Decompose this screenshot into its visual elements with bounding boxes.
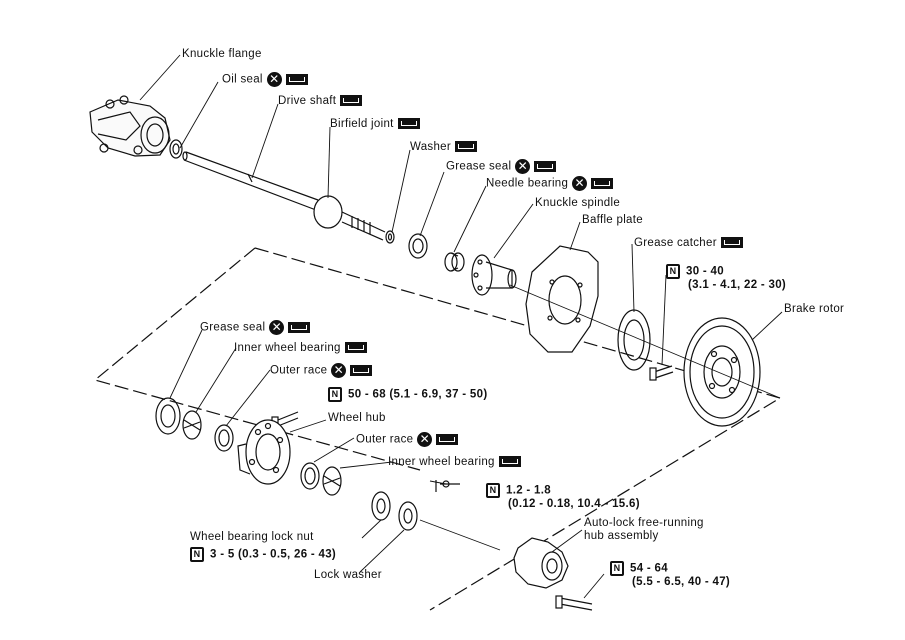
torque-lock-nut: N 3 - 5 (0.3 - 0.5, 26 - 43)	[190, 547, 336, 562]
label-inner-wheel-bearing-mid: Inner wheel bearing	[388, 456, 495, 468]
label-birfield-joint-group: Birfield joint	[330, 118, 420, 131]
dashed-boundary	[93, 247, 782, 611]
screw-part	[435, 480, 460, 492]
label-baffle-plate: Baffle plate	[582, 214, 643, 226]
torque-value: 54 - 64	[630, 562, 668, 575]
label-oil-seal: Oil seal	[222, 73, 263, 86]
torque-grease-catcher-bolt: N 30 - 40 (3.1 - 4.1, 22 - 30)	[666, 264, 786, 292]
label-knuckle-spindle: Knuckle spindle	[535, 197, 621, 209]
grease-catcher-part	[617, 309, 651, 371]
torque-value-detail: (0.12 - 0.18, 10.4 - 15.6)	[508, 498, 640, 510]
torque-auto-lock-bolt: N 54 - 64 (5.5 - 6.5, 40 - 47)	[610, 561, 730, 589]
inner-wheel-bearing-mid-part	[322, 466, 342, 496]
torque-value: 3 - 5 (0.3 - 0.5, 26 - 43)	[210, 548, 337, 561]
label-inner-wheel-bearing-top: Inner wheel bearing	[234, 342, 341, 354]
label-wheel-bearing-lock-nut: Wheel bearing lock nut	[190, 531, 314, 543]
torque-value-detail: (5.5 - 6.5, 40 - 47)	[632, 576, 731, 588]
grease-icon	[340, 95, 363, 107]
torque-screw: N 1.2 - 1.8 (0.12 - 0.18, 10.4 - 15.6)	[486, 483, 640, 511]
label-needle-bearing-group: Needle bearing✕	[486, 176, 614, 191]
x-replace-icon: ✕	[417, 432, 433, 447]
outer-race-mid-part	[300, 462, 320, 490]
lock-washer-part	[398, 501, 418, 531]
label-knuckle-flange: Knuckle flange	[182, 48, 262, 60]
label-lock-washer: Lock washer	[314, 569, 382, 581]
label-birfield-joint: Birfield joint	[330, 118, 394, 130]
grease-icon	[455, 141, 477, 153]
birfield-joint-part	[313, 195, 386, 241]
grease-icon	[436, 434, 459, 445]
torque-value-detail: (3.1 - 4.1, 22 - 30)	[688, 279, 787, 291]
brake-rotor-part	[683, 317, 761, 427]
label-grease-seal-left: Grease seal	[200, 321, 266, 334]
x-replace-icon: ✕	[331, 363, 347, 378]
label-grease-seal-left-group: Grease seal✕	[200, 320, 311, 335]
label-needle-bearing: Needle bearing	[486, 177, 569, 190]
torque-hub-bolt: N 50 - 68 (5.1 - 6.9, 37 - 50)	[328, 387, 487, 402]
torque-wrench-icon: N	[666, 264, 680, 279]
x-replace-icon: ✕	[572, 176, 588, 191]
label-outer-race-mid: Outer race	[356, 433, 414, 446]
grease-icon	[344, 342, 367, 354]
leader-lines	[139, 54, 783, 599]
torque-value: 50 - 68 (5.1 - 6.9, 37 - 50)	[348, 388, 488, 401]
label-auto-lock-hub-line1: Auto-lock free-running	[584, 517, 704, 529]
torque-wrench-icon: N	[328, 387, 342, 402]
label-washer-group: Washer	[410, 141, 477, 154]
baffle-plate-part	[525, 245, 599, 353]
grease-seal-left-part	[155, 397, 181, 435]
label-brake-rotor: Brake rotor	[784, 303, 845, 315]
label-auto-lock-hub-line2: hub assembly	[584, 530, 659, 542]
label-auto-lock-hub: Auto-lock free-running hub assembly	[584, 517, 704, 543]
label-oil-seal-group: Oil seal✕	[222, 72, 308, 87]
grease-icon	[534, 161, 557, 172]
label-outer-race-mid-group: Outer race✕	[356, 432, 459, 447]
grease-seal-top-part	[408, 233, 428, 259]
torque-wrench-icon: N	[486, 483, 500, 498]
inner-wheel-bearing-top-part	[182, 410, 202, 440]
drive-shaft-part	[182, 151, 319, 211]
label-grease-catcher-group: Grease catcher	[634, 237, 743, 250]
grease-icon	[288, 322, 311, 333]
torque-wrench-icon: N	[610, 561, 624, 576]
wheel-hub-part	[237, 419, 291, 485]
grease-catcher-bolt-part	[649, 365, 674, 381]
grease-icon	[720, 237, 743, 249]
washer-part	[385, 230, 395, 244]
label-drive-shaft-group: Drive shaft	[278, 95, 363, 108]
torque-wrench-icon: N	[190, 547, 204, 562]
label-grease-seal-top-group: Grease seal✕	[446, 159, 557, 174]
oil-seal-part	[169, 139, 183, 159]
x-replace-icon: ✕	[266, 72, 282, 87]
torque-value: 1.2 - 1.8	[506, 484, 551, 497]
grease-icon	[285, 74, 308, 85]
grease-icon	[498, 456, 521, 468]
outer-race-top-part	[214, 424, 234, 452]
auto-lock-bolt-part	[555, 595, 593, 611]
label-outer-race-top-group: Outer race✕	[270, 363, 373, 378]
grease-icon	[350, 365, 373, 376]
x-replace-icon: ✕	[515, 159, 531, 174]
label-outer-race-top: Outer race	[270, 364, 328, 377]
lock-nut-part	[371, 491, 391, 521]
knuckle-spindle-part	[471, 254, 517, 296]
label-grease-catcher: Grease catcher	[634, 237, 717, 249]
grease-icon	[397, 118, 420, 130]
grease-icon	[591, 178, 614, 189]
label-wheel-hub: Wheel hub	[328, 412, 386, 424]
label-inner-wheel-bearing-mid-group: Inner wheel bearing	[388, 456, 521, 469]
needle-bearing-part	[444, 252, 465, 272]
knuckle-flange-part	[89, 95, 171, 157]
label-drive-shaft: Drive shaft	[278, 95, 337, 107]
x-replace-icon: ✕	[269, 320, 285, 335]
auto-lock-hub-part	[513, 537, 569, 589]
label-grease-seal-top: Grease seal	[446, 160, 512, 173]
label-washer: Washer	[410, 141, 451, 153]
torque-value: 30 - 40	[686, 265, 724, 278]
label-inner-wheel-bearing-top-group: Inner wheel bearing	[234, 342, 367, 355]
